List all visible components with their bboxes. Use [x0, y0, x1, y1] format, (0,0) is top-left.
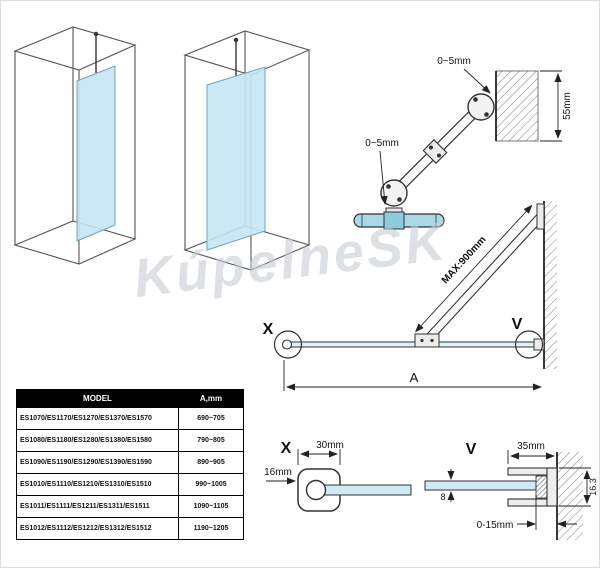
model-cell: ES1090/ES1190/ES1290/ES1390/ES1590: [16, 451, 179, 474]
model-cell: ES1012/ES1112/ES1212/ES1312/ES1512: [16, 517, 179, 540]
col-header-a: A,mm: [178, 389, 244, 408]
dim-gap-top-label: 0~5mm: [437, 56, 471, 67]
dim-163: [559, 467, 591, 507]
wall-plan: [543, 201, 557, 369]
detail-v-title: V: [466, 441, 477, 458]
dim-30mm: [297, 449, 341, 465]
isometric-views: [13, 26, 311, 271]
iso-glass-panel-right: [206, 37, 266, 251]
a-cell: 1090~1105: [178, 495, 244, 518]
iso-glass-panel-left: [76, 31, 116, 242]
iso-box-left: [13, 26, 137, 265]
ceiling-support-knob: [93, 31, 99, 37]
glass-section-v: [424, 480, 537, 491]
detail-circle-x: [273, 330, 303, 359]
dim-gap-bottom-label: 0~5mm: [365, 138, 399, 149]
a-cell: 990~1005: [178, 473, 244, 496]
detail-v-letter: V: [512, 316, 523, 333]
dim-015: [517, 494, 577, 530]
detail-x-letter: X: [263, 321, 274, 338]
model-cell: ES1010/ES1110/ES1210/ES1310/ES1510: [16, 473, 179, 496]
gap-bottom-leader: [379, 150, 388, 205]
detail-x-title: X: [281, 440, 292, 457]
support-bar-assembly: [380, 93, 495, 207]
wall-section: [495, 70, 539, 142]
round-bar-section: [305, 479, 327, 501]
dim-015-label: 0-15mm: [477, 520, 514, 531]
ceiling-support-knob: [233, 37, 239, 43]
model-cell: ES1011/ES1111/ES1211/ES1311/ES1511: [16, 495, 179, 518]
wall-profile-section: [507, 467, 558, 507]
detail-x: X 30mm 16mm: [264, 440, 412, 512]
end-cap-plan: [281, 339, 293, 350]
table-row: ES1010/ES1110/ES1210/ES1310/ES1510 990~1…: [16, 473, 244, 496]
dim-a-label: A: [410, 370, 419, 385]
detail-circle-v: [514, 330, 544, 359]
dim-8-label: 8: [440, 492, 445, 502]
model-table: MODEL A,mm ES1070/ES1170/ES1270/ES1370/E…: [16, 389, 244, 540]
table-header-row: MODEL A,mm: [16, 389, 244, 408]
end-profile-section: [297, 468, 412, 512]
dim-55mm: [540, 70, 562, 142]
dim-35mm: [507, 450, 555, 464]
wall-bracket-detail: 55mm 0~5mm 0~5mm: [353, 56, 573, 230]
gasket-section: [535, 475, 548, 499]
wall-profile-plan: [533, 338, 545, 351]
support-bar-plan: [414, 203, 546, 348]
detail-v: V 35mm 16.3 8: [424, 441, 598, 540]
glass-plan: [281, 338, 545, 351]
model-cell: ES1070/ES1170/ES1270/ES1370/ES1570: [16, 407, 179, 430]
dim-35mm-label: 35mm: [517, 441, 545, 452]
gap-top-leader: [463, 68, 491, 94]
a-cell: 890~905: [178, 451, 244, 474]
col-header-model: MODEL: [16, 389, 179, 408]
wall-flange: [467, 93, 495, 121]
dim-55mm-label: 55mm: [562, 92, 573, 120]
table-row: ES1012/ES1112/ES1212/ES1312/ES1512 1190~…: [16, 517, 244, 540]
a-cell: 690~705: [178, 407, 244, 430]
glass-section: [324, 484, 412, 496]
table-row: ES1011/ES1111/ES1211/ES1311/ES1511 1090~…: [16, 495, 244, 518]
dim-16mm-label: 16mm: [264, 467, 292, 478]
dim-30mm-label: 30mm: [316, 440, 344, 451]
dim-a: [283, 360, 542, 391]
model-cell: ES1080/ES1180/ES1280/ES1380/ES1580: [16, 429, 179, 452]
wall-section-v: [556, 452, 583, 540]
table-row: ES1090/ES1190/ES1290/ES1390/ES1590 890~9…: [16, 451, 244, 474]
a-cell: 790~805: [178, 429, 244, 452]
dim-163-label: 16.3: [588, 478, 598, 496]
table-row: ES1070/ES1170/ES1270/ES1370/ES1570 690~7…: [16, 407, 244, 430]
plan-view: MAX:900mm X V A: [263, 201, 557, 391]
a-cell: 1190~1205: [178, 517, 244, 540]
table-row: ES1080/ES1180/ES1280/ES1380/ES1580 790~8…: [16, 429, 244, 452]
dim-max900-line: [415, 204, 533, 333]
